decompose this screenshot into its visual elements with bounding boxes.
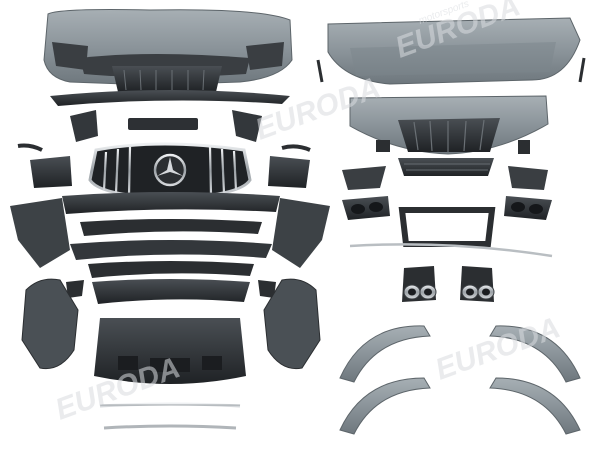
right-clip: [258, 280, 276, 298]
fender-flare-rear-left: [339, 377, 431, 435]
left-trim-strip: [17, 143, 43, 152]
left-fog-cover: [30, 156, 72, 188]
front-lower-grille: [112, 66, 222, 92]
center-bracket: [128, 118, 198, 130]
chrome-strip-lower: [103, 424, 237, 430]
right-wheel-arch-liner: [263, 278, 321, 370]
rear-right-bracket: [508, 166, 548, 190]
rear-bumper-group: [316, 17, 586, 435]
rear-left-mount: [376, 140, 390, 152]
lower-support-strip: [88, 261, 254, 278]
right-exhaust-surround: [504, 196, 552, 220]
front-lower-diffuser: [92, 279, 250, 304]
fender-flare-front-left: [339, 325, 431, 383]
left-bumper-bracket: [70, 110, 98, 142]
front-bumper-group: [10, 9, 330, 430]
left-exhaust-tips: [402, 266, 437, 302]
rear-lower-grille: [398, 158, 494, 176]
right-fog-cover: [268, 156, 310, 188]
rear-trim-strip: [349, 243, 553, 258]
watermark-brand-bottom-right: EURODA: [431, 311, 564, 386]
rear-right-reflector-strip: [578, 57, 586, 83]
right-trim-strip: [281, 144, 311, 152]
front-bumper-right-intake: [246, 42, 284, 70]
fender-flare-front-right: [489, 325, 581, 383]
rear-center-frame: [398, 207, 496, 247]
rear-right-mount: [518, 140, 530, 154]
left-side-bracket: [10, 198, 70, 268]
left-wheel-arch-liner: [21, 278, 79, 370]
watermark-brand-mid: EURODA: [251, 71, 384, 146]
right-side-bracket: [272, 198, 330, 268]
left-exhaust-surround: [342, 196, 390, 220]
upper-support-strip: [80, 219, 262, 236]
right-exhaust-tips: [460, 266, 495, 302]
fender-flare-rear-right: [489, 377, 581, 435]
rear-left-bracket: [342, 166, 386, 190]
mid-support-strip: [70, 240, 272, 260]
rear-left-reflector-strip: [316, 59, 324, 83]
front-lip-splitter: [50, 90, 290, 106]
front-bumper-left-intake: [52, 42, 88, 70]
left-clip: [66, 280, 84, 298]
right-bumper-bracket: [232, 110, 262, 142]
chrome-strip-upper: [99, 402, 241, 408]
front-reinforcement-bar: [62, 192, 280, 214]
